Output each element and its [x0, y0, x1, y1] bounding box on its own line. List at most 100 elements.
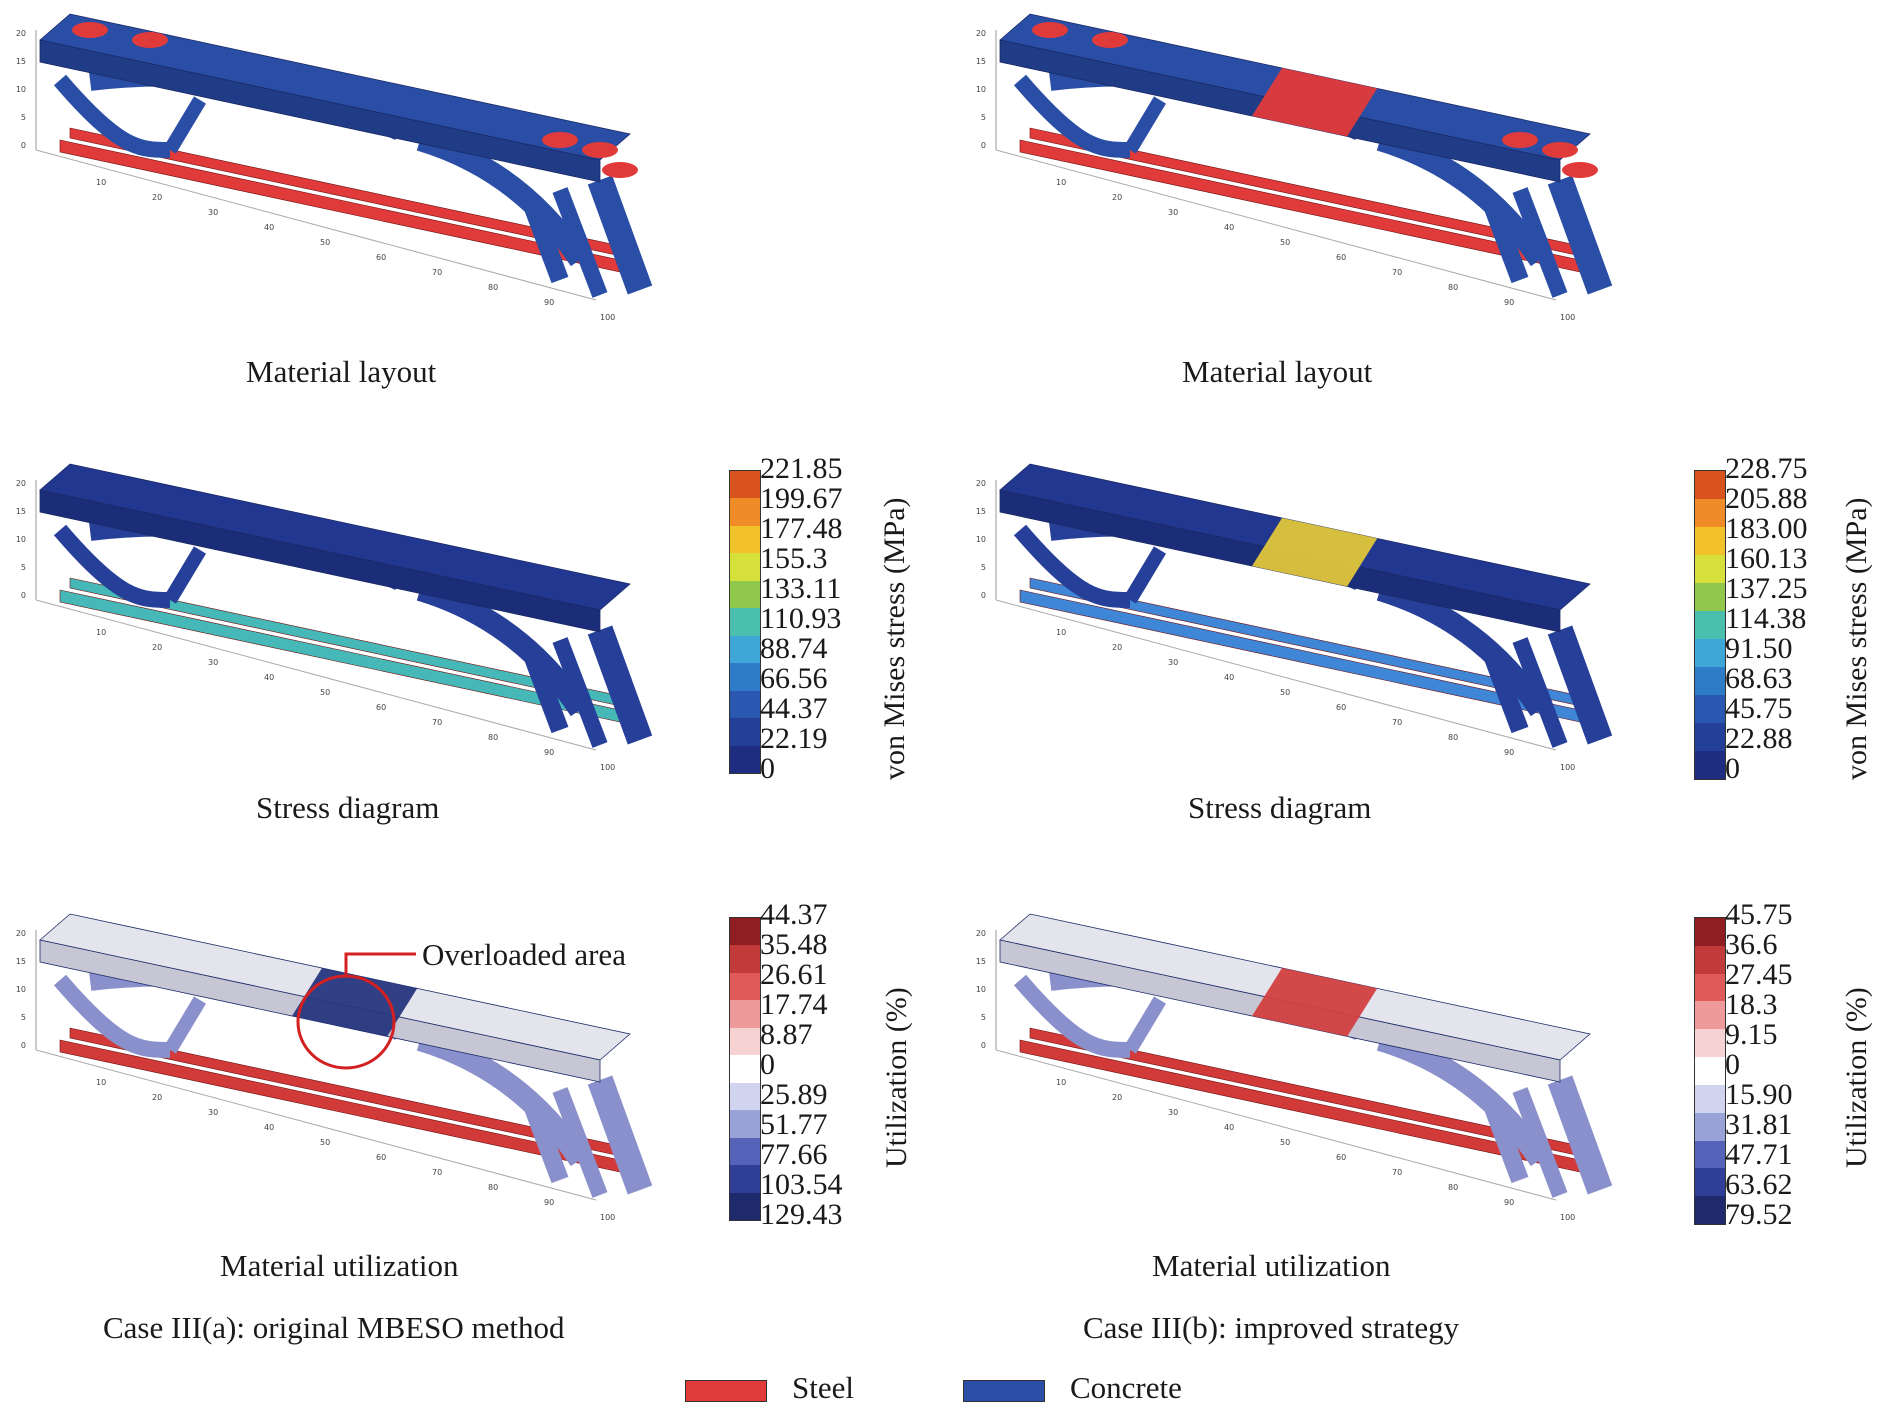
colorbar-tick-label: 221.85	[760, 452, 843, 485]
caption-material-utilization: Material utilization	[1152, 1248, 1391, 1283]
strut	[163, 996, 207, 1054]
x-tick-label: 30	[1168, 1108, 1178, 1117]
z-tick-label: 15	[16, 57, 26, 66]
strut	[521, 646, 569, 734]
strut	[1123, 96, 1167, 154]
colorbar-tick-label: 31.81	[1725, 1108, 1793, 1141]
strut	[53, 524, 171, 608]
x-axis-line	[35, 1049, 597, 1201]
colorbar-tick-label: 0	[1725, 1048, 1740, 1081]
colorbar-segment	[1695, 695, 1725, 723]
colorbar-tick-label: 77.66	[760, 1138, 828, 1171]
legend-swatch-steel	[685, 1380, 767, 1402]
colorbar-tick-label: 26.61	[760, 958, 828, 991]
colorbar-segment	[730, 745, 760, 773]
x-tick-label: 90	[544, 1198, 554, 1207]
steel-patch	[602, 162, 638, 178]
colorbar-segment	[730, 471, 760, 499]
x-tick-label: 80	[1448, 1183, 1458, 1192]
z-tick-label: 10	[976, 535, 986, 544]
axis-frame	[35, 30, 597, 301]
colorbar-segment	[1695, 1029, 1725, 1058]
colorbar-segment	[730, 718, 760, 746]
x-tick-label: 10	[96, 1078, 106, 1087]
z-tick-label: 5	[21, 563, 26, 572]
strut	[1123, 996, 1167, 1054]
colorbar-a-stress	[729, 470, 761, 774]
colorbar-tick-label: 35.48	[760, 928, 828, 961]
colorbar-segment	[730, 1165, 760, 1193]
colorbar-a-util-title: Utilization (%)	[880, 987, 913, 1168]
colorbar-tick-label: 199.67	[760, 482, 843, 515]
colorbar-tick-label: 129.43	[760, 1198, 843, 1231]
x-tick-label: 100	[600, 763, 615, 772]
colorbar-tick-label: 177.48	[760, 512, 843, 545]
colorbar-segment	[730, 608, 760, 636]
strut	[587, 1075, 653, 1195]
z-tick-label: 20	[976, 29, 986, 38]
colorbar-segment	[730, 945, 760, 973]
z-tick-label: 10	[976, 985, 986, 994]
legend-swatch-concrete	[963, 1380, 1045, 1402]
colorbar-tick-label: 66.56	[760, 662, 828, 695]
colorbar-segment	[1695, 973, 1725, 1002]
center-segment	[1252, 518, 1378, 587]
colorbar-segment	[730, 918, 760, 946]
strut	[163, 96, 207, 154]
x-tick-label: 80	[1448, 283, 1458, 292]
colorbar-segment	[1695, 1001, 1725, 1030]
x-tick-label: 50	[320, 1138, 330, 1147]
colorbar-b-stress	[1694, 470, 1726, 780]
colorbar-segment	[730, 553, 760, 581]
x-tick-label: 80	[488, 283, 498, 292]
z-tick-label: 20	[976, 479, 986, 488]
x-tick-label: 60	[1336, 703, 1346, 712]
colorbar-segment	[1695, 611, 1725, 639]
steel-patch	[542, 132, 578, 148]
colorbar-segment	[1695, 918, 1725, 946]
strut	[163, 546, 207, 604]
colorbar-segment	[1695, 723, 1725, 751]
top-slab-side	[39, 39, 601, 183]
colorbar-segment	[730, 635, 760, 664]
colorbar-segment	[1695, 1084, 1725, 1113]
colorbar-tick-label: 79.52	[1725, 1198, 1793, 1231]
z-tick-label: 20	[16, 929, 26, 938]
colorbar-segment	[730, 525, 760, 554]
colorbar-b-util	[1694, 917, 1726, 1225]
strut	[1123, 546, 1167, 604]
x-tick-label: 100	[1560, 1213, 1575, 1222]
colorbar-segment	[1695, 667, 1725, 695]
strut	[587, 175, 653, 295]
x-tick-label: 40	[264, 223, 274, 232]
x-tick-label: 60	[376, 703, 386, 712]
x-tick-label: 60	[1336, 253, 1346, 262]
x-tick-label: 20	[1112, 643, 1122, 652]
x-tick-label: 90	[1504, 748, 1514, 757]
strut	[1547, 625, 1613, 745]
strut	[521, 196, 569, 284]
x-tick-label: 100	[1560, 313, 1575, 322]
axis-frame	[995, 30, 1557, 301]
x-tick-label: 30	[1168, 208, 1178, 217]
colorbar-tick-label: 51.77	[760, 1108, 828, 1141]
strut	[1481, 196, 1529, 284]
colorbar-tick-label: 183.00	[1725, 512, 1808, 545]
colorbar-segment	[1695, 945, 1725, 974]
x-tick-label: 70	[432, 268, 442, 277]
x-tick-label: 20	[152, 643, 162, 652]
colorbar-tick-label: 22.88	[1725, 722, 1793, 755]
strut	[53, 74, 171, 158]
x-tick-label: 10	[1056, 1078, 1066, 1087]
x-tick-label: 70	[432, 718, 442, 727]
strut	[53, 974, 171, 1058]
colorbar-b-util-title: Utilization (%)	[1840, 987, 1873, 1168]
steel-patch	[132, 32, 168, 48]
colorbar-segment	[730, 580, 760, 609]
colorbar-segment	[730, 1110, 760, 1138]
colorbar-a-util	[729, 917, 761, 1221]
colorbar-segment	[730, 663, 760, 691]
x-tick-label: 90	[544, 748, 554, 757]
